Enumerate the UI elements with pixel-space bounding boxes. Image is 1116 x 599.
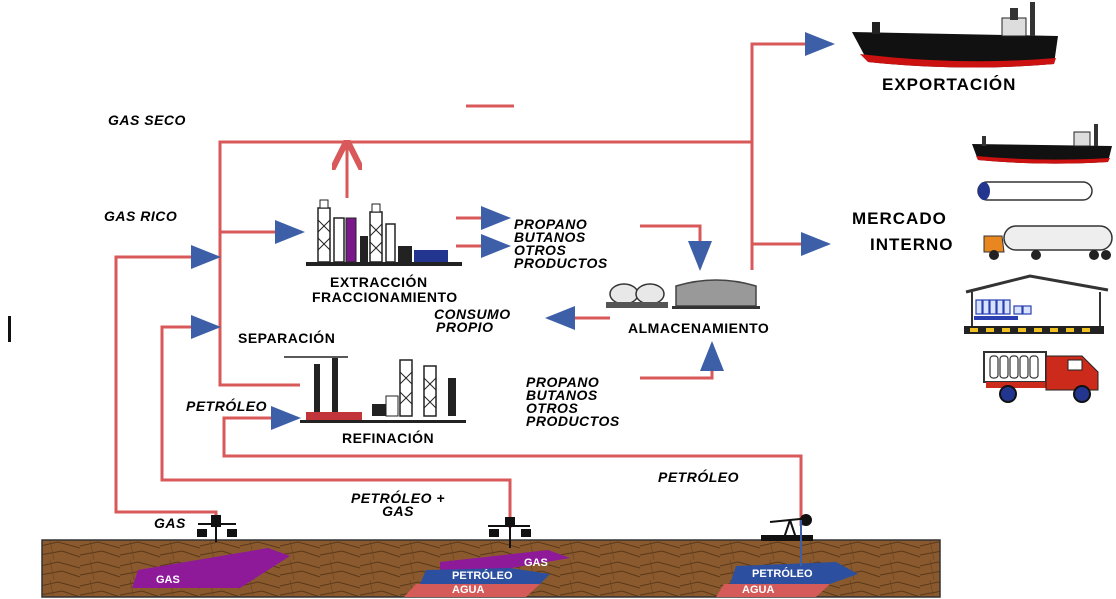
- refinacion-label: REFINACIÓN: [342, 430, 435, 446]
- pipeline-icon: [977, 181, 1093, 201]
- lower-product-item: OTROS: [526, 400, 579, 416]
- petroleo-left-label: PETRÓLEO: [186, 398, 268, 414]
- ground-gas-left-label: GAS: [156, 574, 180, 586]
- petroleo-right-label: PETRÓLEO: [658, 469, 740, 485]
- oil-gas-well-line: [160, 315, 512, 528]
- lower-product-item: BUTANOS: [526, 387, 598, 403]
- ground-petroleo-mid-label: PETRÓLEO: [452, 570, 513, 582]
- oil-gas-wellhead-icon: [488, 517, 531, 548]
- exportacion-label: EXPORTACIÓN: [882, 75, 1017, 94]
- upper-products-list: PROPANO BUTANOS OTROS PRODUCTOS: [514, 216, 608, 271]
- gas-well-line: [114, 245, 221, 526]
- lower-products-list: PROPANO BUTANOS OTROS PRODUCTOS: [526, 374, 620, 429]
- mercado-label: MERCADO: [852, 209, 947, 228]
- interno-label: INTERNO: [870, 235, 954, 254]
- petroleo-gas-line2: GAS: [382, 503, 414, 519]
- gas-seco-label: GAS SECO: [108, 112, 186, 128]
- warehouse-icon: [964, 274, 1109, 334]
- upper-product-item: OTROS: [514, 242, 567, 258]
- separation-vertical: [218, 142, 300, 387]
- ground-section: [41, 539, 941, 598]
- extraction-plant-icon: [306, 199, 462, 266]
- gas-reservoir-left: [132, 548, 290, 588]
- tanker-ship-icon: [972, 124, 1112, 164]
- gas-reservoir-mid: [440, 550, 570, 570]
- flow-lines: [114, 32, 835, 528]
- storage-tanks-icon: [606, 279, 760, 309]
- ground-agua-right-label: AGUA: [742, 584, 775, 596]
- separacion-label: SEPARACIÓN: [238, 330, 336, 346]
- cylinder-truck-icon: [983, 351, 1099, 403]
- fraccionamiento-label: FRACCIONAMIENTO: [312, 289, 458, 305]
- petroleo-gas-label: PETRÓLEO + GAS: [350, 490, 446, 519]
- gas-wellhead-icon: [197, 515, 237, 542]
- oil-reservoir-mid: [420, 568, 550, 584]
- lower-product-item: PROPANO: [526, 374, 600, 390]
- stray-mark: [8, 316, 11, 342]
- products-to-storage: [640, 224, 712, 271]
- gas-seco-line: [218, 140, 752, 210]
- petroleo-gas-line1: PETRÓLEO +: [350, 490, 446, 506]
- tank-truck-icon: [983, 225, 1113, 260]
- pumpjack-icon: [761, 514, 813, 566]
- export-ship-icon: [852, 2, 1058, 68]
- lower-product-item: PRODUCTOS: [526, 413, 620, 429]
- consumo-label: CONSUMO: [434, 306, 511, 322]
- oil-reservoir-right: [730, 562, 858, 584]
- gas-well-label: GAS: [154, 515, 186, 531]
- oil-refinery-line: [222, 406, 803, 526]
- water-reservoir-right: [716, 584, 830, 597]
- upper-product-item: PROPANO: [514, 216, 588, 232]
- refinery-icon: [284, 356, 466, 423]
- lower-products-line: [640, 341, 724, 380]
- almacenamiento-label: ALMACENAMIENTO: [628, 320, 770, 336]
- propio-label: PROPIO: [436, 319, 494, 335]
- upper-product-item: PRODUCTOS: [514, 255, 608, 271]
- ground-gas-mid-label: GAS: [524, 557, 548, 569]
- water-reservoir-mid: [404, 584, 540, 597]
- consumo-propio-label: CONSUMO PROPIO: [430, 306, 511, 335]
- ground-agua-mid-label: AGUA: [452, 584, 485, 596]
- ground-petroleo-right-label: PETRÓLEO: [752, 568, 813, 580]
- upper-product-item: BUTANOS: [514, 229, 586, 245]
- extraccion-label: EXTRACCIÓN: [330, 274, 428, 290]
- export-vertical: [750, 32, 835, 270]
- gas-rico-label: GAS RICO: [104, 208, 178, 224]
